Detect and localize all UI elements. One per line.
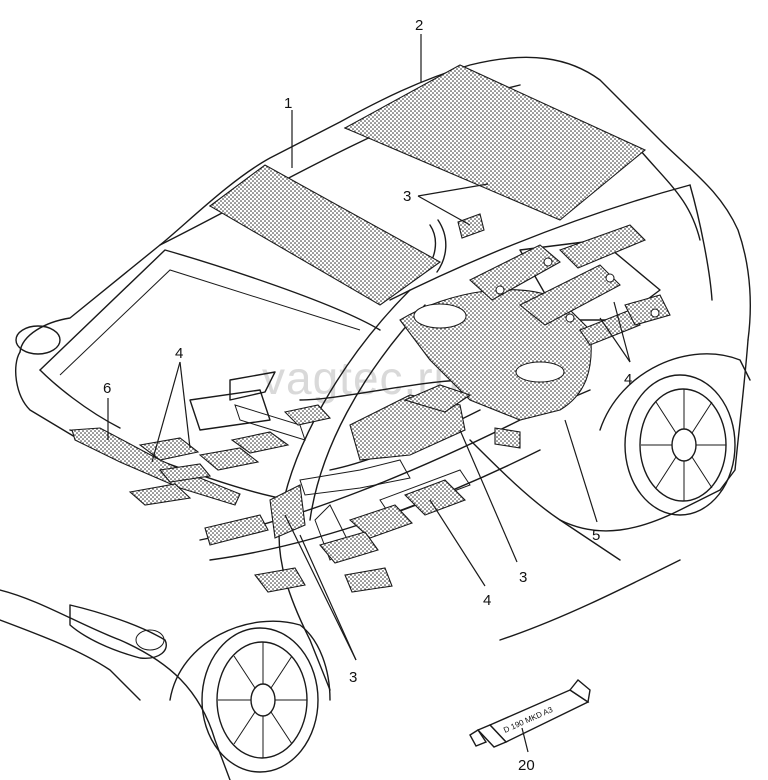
pad-lower-2 [344,567,393,593]
pad-luggage-5 [624,294,671,326]
pad-front-floor-3 [230,431,290,454]
pad-c-pillar [457,213,485,239]
pad-front-floor-6 [158,463,212,483]
pad-tunnel-1 [349,394,466,461]
rear-wheel [624,374,736,516]
pad-luggage-2 [518,264,621,326]
pad-tunnel-2 [403,384,472,413]
pad-rear-floor-a [404,479,466,516]
pad-luggage-4 [579,309,641,346]
callout-labels: 1 2 3 4 6 4 5 3 4 3 20 [103,17,632,774]
sealant-tube: D 190 MKD A3 [469,679,591,748]
pad-b-pillar [269,484,306,539]
callout-4-left: 4 [175,345,183,362]
front-wheel [201,627,319,773]
callout-4-bottom: 4 [483,592,491,609]
pad-tunnel-side [494,427,521,449]
callout-3-bottom: 3 [349,669,357,686]
pad-dash [71,427,241,506]
pad-front-floor-4 [283,404,332,426]
callout-5: 5 [592,527,600,544]
callout-20: 20 [518,757,535,774]
callout-4-right: 4 [624,371,632,388]
callout-2: 2 [415,17,423,34]
pad-roof-rear [343,64,647,221]
pad-front-floor-5 [128,483,192,506]
leader-lines [107,34,631,753]
callout-3-top: 3 [403,188,411,205]
callout-6: 6 [103,380,111,397]
callout-3-mid: 3 [519,569,527,586]
callout-1: 1 [284,95,292,112]
pad-luggage-1 [469,244,561,301]
pad-lower-1 [254,567,306,593]
pad-front-floor-2 [198,447,260,471]
pad-sill-front [204,514,269,546]
pad-luggage-3 [558,224,646,269]
pad-roof-front [209,164,442,306]
pad-rear-floor-c [319,531,379,564]
